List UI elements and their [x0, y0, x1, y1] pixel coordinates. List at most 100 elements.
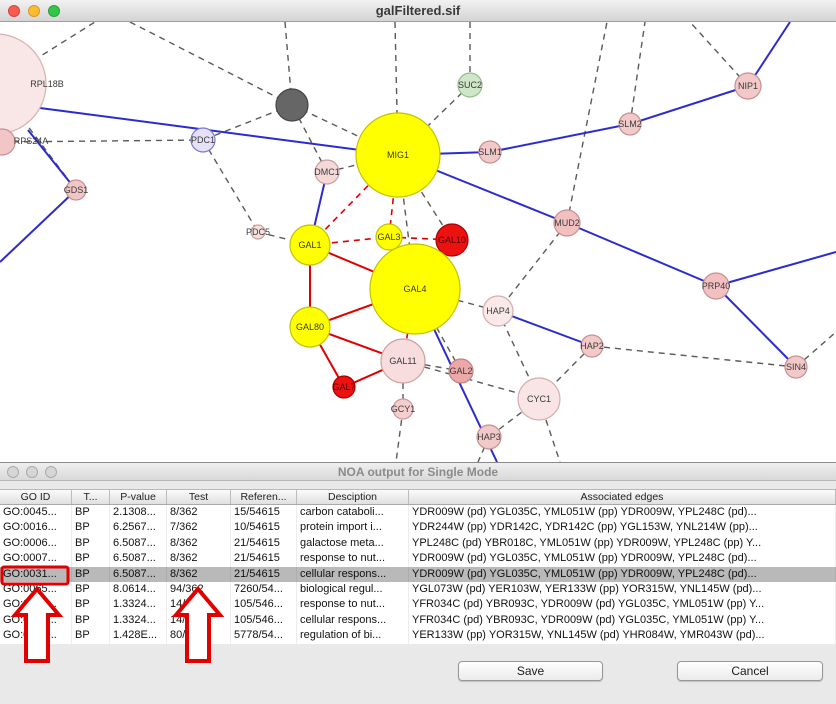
node-label-gal1: GAL1: [298, 240, 321, 250]
cell-r6-c2: 1.3324...: [110, 597, 167, 612]
cell-r3-c4: 21/54615: [231, 551, 297, 566]
edge-slm1-slm2: [490, 124, 630, 152]
network-window-titlebar[interactable]: galFiltered.sif: [0, 0, 836, 22]
minimize-button[interactable]: [28, 5, 40, 17]
node-label-gal3: GAL3: [377, 232, 400, 242]
edge-mud2-prp40: [567, 223, 716, 286]
cell-r5-c5: biological regul...: [297, 582, 409, 597]
cell-r8-c2: 1.428E...: [110, 628, 167, 643]
table-row-5[interactable]: GO:0065...BP8.0614...94/3627260/54...bio…: [0, 582, 836, 597]
node-label-pdc1: PDC1: [191, 135, 215, 145]
edge-slm2-nip1: [630, 86, 748, 124]
window-controls-inactive: [7, 466, 57, 478]
edge-mig1-off: [40, 108, 398, 155]
save-button[interactable]: Save: [458, 661, 603, 681]
cell-r0-c4: 15/54615: [231, 505, 297, 520]
cell-r8-c3: 80/362: [167, 628, 231, 643]
node-label-slm1: SLM1: [478, 147, 502, 157]
table-row-2[interactable]: GO:0006...BP6.5087...8/36221/54615galact…: [0, 536, 836, 551]
minimize-button[interactable]: [26, 466, 38, 478]
column-header-t[interactable]: T...: [72, 490, 110, 504]
network-window: galFiltered.sif RPL18BRPS24AGDS1PDC1DMC1…: [0, 0, 836, 462]
column-header-test[interactable]: Test: [167, 490, 231, 504]
edge-gds1-off: [0, 190, 76, 262]
noa-window-titlebar[interactable]: NOA output for Single Mode: [0, 463, 836, 481]
cell-r0-c0: GO:0045...: [0, 505, 72, 520]
noa-window: NOA output for Single Mode GO IDT...P-va…: [0, 462, 836, 704]
column-header-p-value[interactable]: P-value: [110, 490, 167, 504]
cell-r1-c4: 10/54615: [231, 520, 297, 535]
cell-r7-c2: 1.3324...: [110, 613, 167, 628]
cell-r6-c5: response to nut...: [297, 597, 409, 612]
cell-r8-c1: BP: [72, 628, 110, 643]
node-label-rpl18b: RPL18B: [30, 79, 64, 89]
cell-r4-c0: GO:0031...: [0, 567, 72, 582]
node-dark[interactable]: [276, 89, 308, 121]
close-button[interactable]: [8, 5, 20, 17]
node-label-rps24a: RPS24A: [14, 136, 49, 146]
table-row-8[interactable]: GO:0050...BP1.428E...80/3625778/54...reg…: [0, 628, 836, 643]
edge-pdc1-pdc5: [203, 140, 258, 232]
cell-r2-c3: 8/362: [167, 536, 231, 551]
edge-mud2-hap4: [498, 223, 567, 311]
node-label-gal2: GAL2: [449, 366, 472, 376]
cell-r4-c4: 21/54615: [231, 567, 297, 582]
cell-r0-c1: BP: [72, 505, 110, 520]
cell-r1-c2: 6.2567...: [110, 520, 167, 535]
cell-r4-c1: BP: [72, 567, 110, 582]
table-row-1[interactable]: GO:0016...BP6.2567...7/36210/54615protei…: [0, 520, 836, 535]
close-button[interactable]: [7, 466, 19, 478]
node-label-suc2: SUC2: [458, 80, 482, 90]
cell-r7-c3: 14/362: [167, 613, 231, 628]
cell-r8-c6: YER133W (pp) YOR315W, YNL145W (pd) YHR08…: [409, 628, 836, 643]
cell-r5-c0: GO:0065...: [0, 582, 72, 597]
cell-r6-c1: BP: [72, 597, 110, 612]
cell-r3-c3: 8/362: [167, 551, 231, 566]
edge-prp40-sin4: [716, 286, 796, 367]
column-header-associated-edges[interactable]: Associated edges: [409, 490, 836, 504]
cell-r2-c4: 21/54615: [231, 536, 297, 551]
table-header-row: GO IDT...P-valueTestReferen...Desciption…: [0, 489, 836, 505]
zoom-button[interactable]: [48, 5, 60, 17]
cell-r1-c3: 7/362: [167, 520, 231, 535]
cell-r4-c3: 8/362: [167, 567, 231, 582]
zoom-button[interactable]: [45, 466, 57, 478]
table-row-3[interactable]: GO:0007...BP6.5087...8/36221/54615respon…: [0, 551, 836, 566]
cell-r0-c5: carbon cataboli...: [297, 505, 409, 520]
column-header-go-id[interactable]: GO ID: [0, 490, 72, 504]
table-row-0[interactable]: GO:0045...BP2.1308...8/36215/54615carbon…: [0, 505, 836, 520]
cell-r2-c6: YPL248C (pd) YBR018C, YML051W (pp) YDR00…: [409, 536, 836, 551]
table-body: GO:0045...BP2.1308...8/36215/54615carbon…: [0, 505, 836, 644]
cancel-button[interactable]: Cancel: [677, 661, 823, 681]
cell-r7-c1: BP: [72, 613, 110, 628]
node-label-hap4: HAP4: [486, 306, 510, 316]
table-row-7[interactable]: GO:0031...BP1.3324...14/362105/546...cel…: [0, 613, 836, 628]
network-graph-canvas[interactable]: RPL18BRPS24AGDS1PDC1DMC1MIG1SUC2SLM1SLM2…: [0, 22, 836, 462]
cell-r3-c1: BP: [72, 551, 110, 566]
cell-r2-c2: 6.5087...: [110, 536, 167, 551]
cell-r7-c4: 105/546...: [231, 613, 297, 628]
node-label-hap2: HAP2: [580, 341, 604, 351]
column-header-desciption[interactable]: Desciption: [297, 490, 409, 504]
cell-r5-c3: 94/362: [167, 582, 231, 597]
window-controls: [8, 5, 60, 17]
node-label-gal80: GAL80: [296, 322, 324, 332]
node-label-gal11: GAL11: [389, 356, 416, 366]
cell-r2-c5: galactose meta...: [297, 536, 409, 551]
node-label-prp40: PRP40: [702, 281, 731, 291]
cell-r7-c0: GO:0031...: [0, 613, 72, 628]
node-label-gal7: GAL7: [332, 382, 355, 392]
column-header-referen[interactable]: Referen...: [231, 490, 297, 504]
edge-mud2-off: [567, 22, 607, 223]
cell-r8-c4: 5778/54...: [231, 628, 297, 643]
table-row-6[interactable]: GO:0050...BP1.3324...14/362105/546...res…: [0, 597, 836, 612]
table-row-4[interactable]: GO:0031...BP6.5087...8/36221/54615cellul…: [0, 567, 836, 582]
cell-r2-c0: GO:0006...: [0, 536, 72, 551]
cell-r6-c6: YFR034C (pd) YBR093C, YDR009W (pd) YGL03…: [409, 597, 836, 612]
cell-r5-c4: 7260/54...: [231, 582, 297, 597]
cell-r4-c5: cellular respons...: [297, 567, 409, 582]
cell-r0-c2: 2.1308...: [110, 505, 167, 520]
cell-r8-c5: regulation of bi...: [297, 628, 409, 643]
cell-r5-c6: YGL073W (pd) YER103W, YER133W (pp) YOR31…: [409, 582, 836, 597]
cell-r4-c2: 6.5087...: [110, 567, 167, 582]
